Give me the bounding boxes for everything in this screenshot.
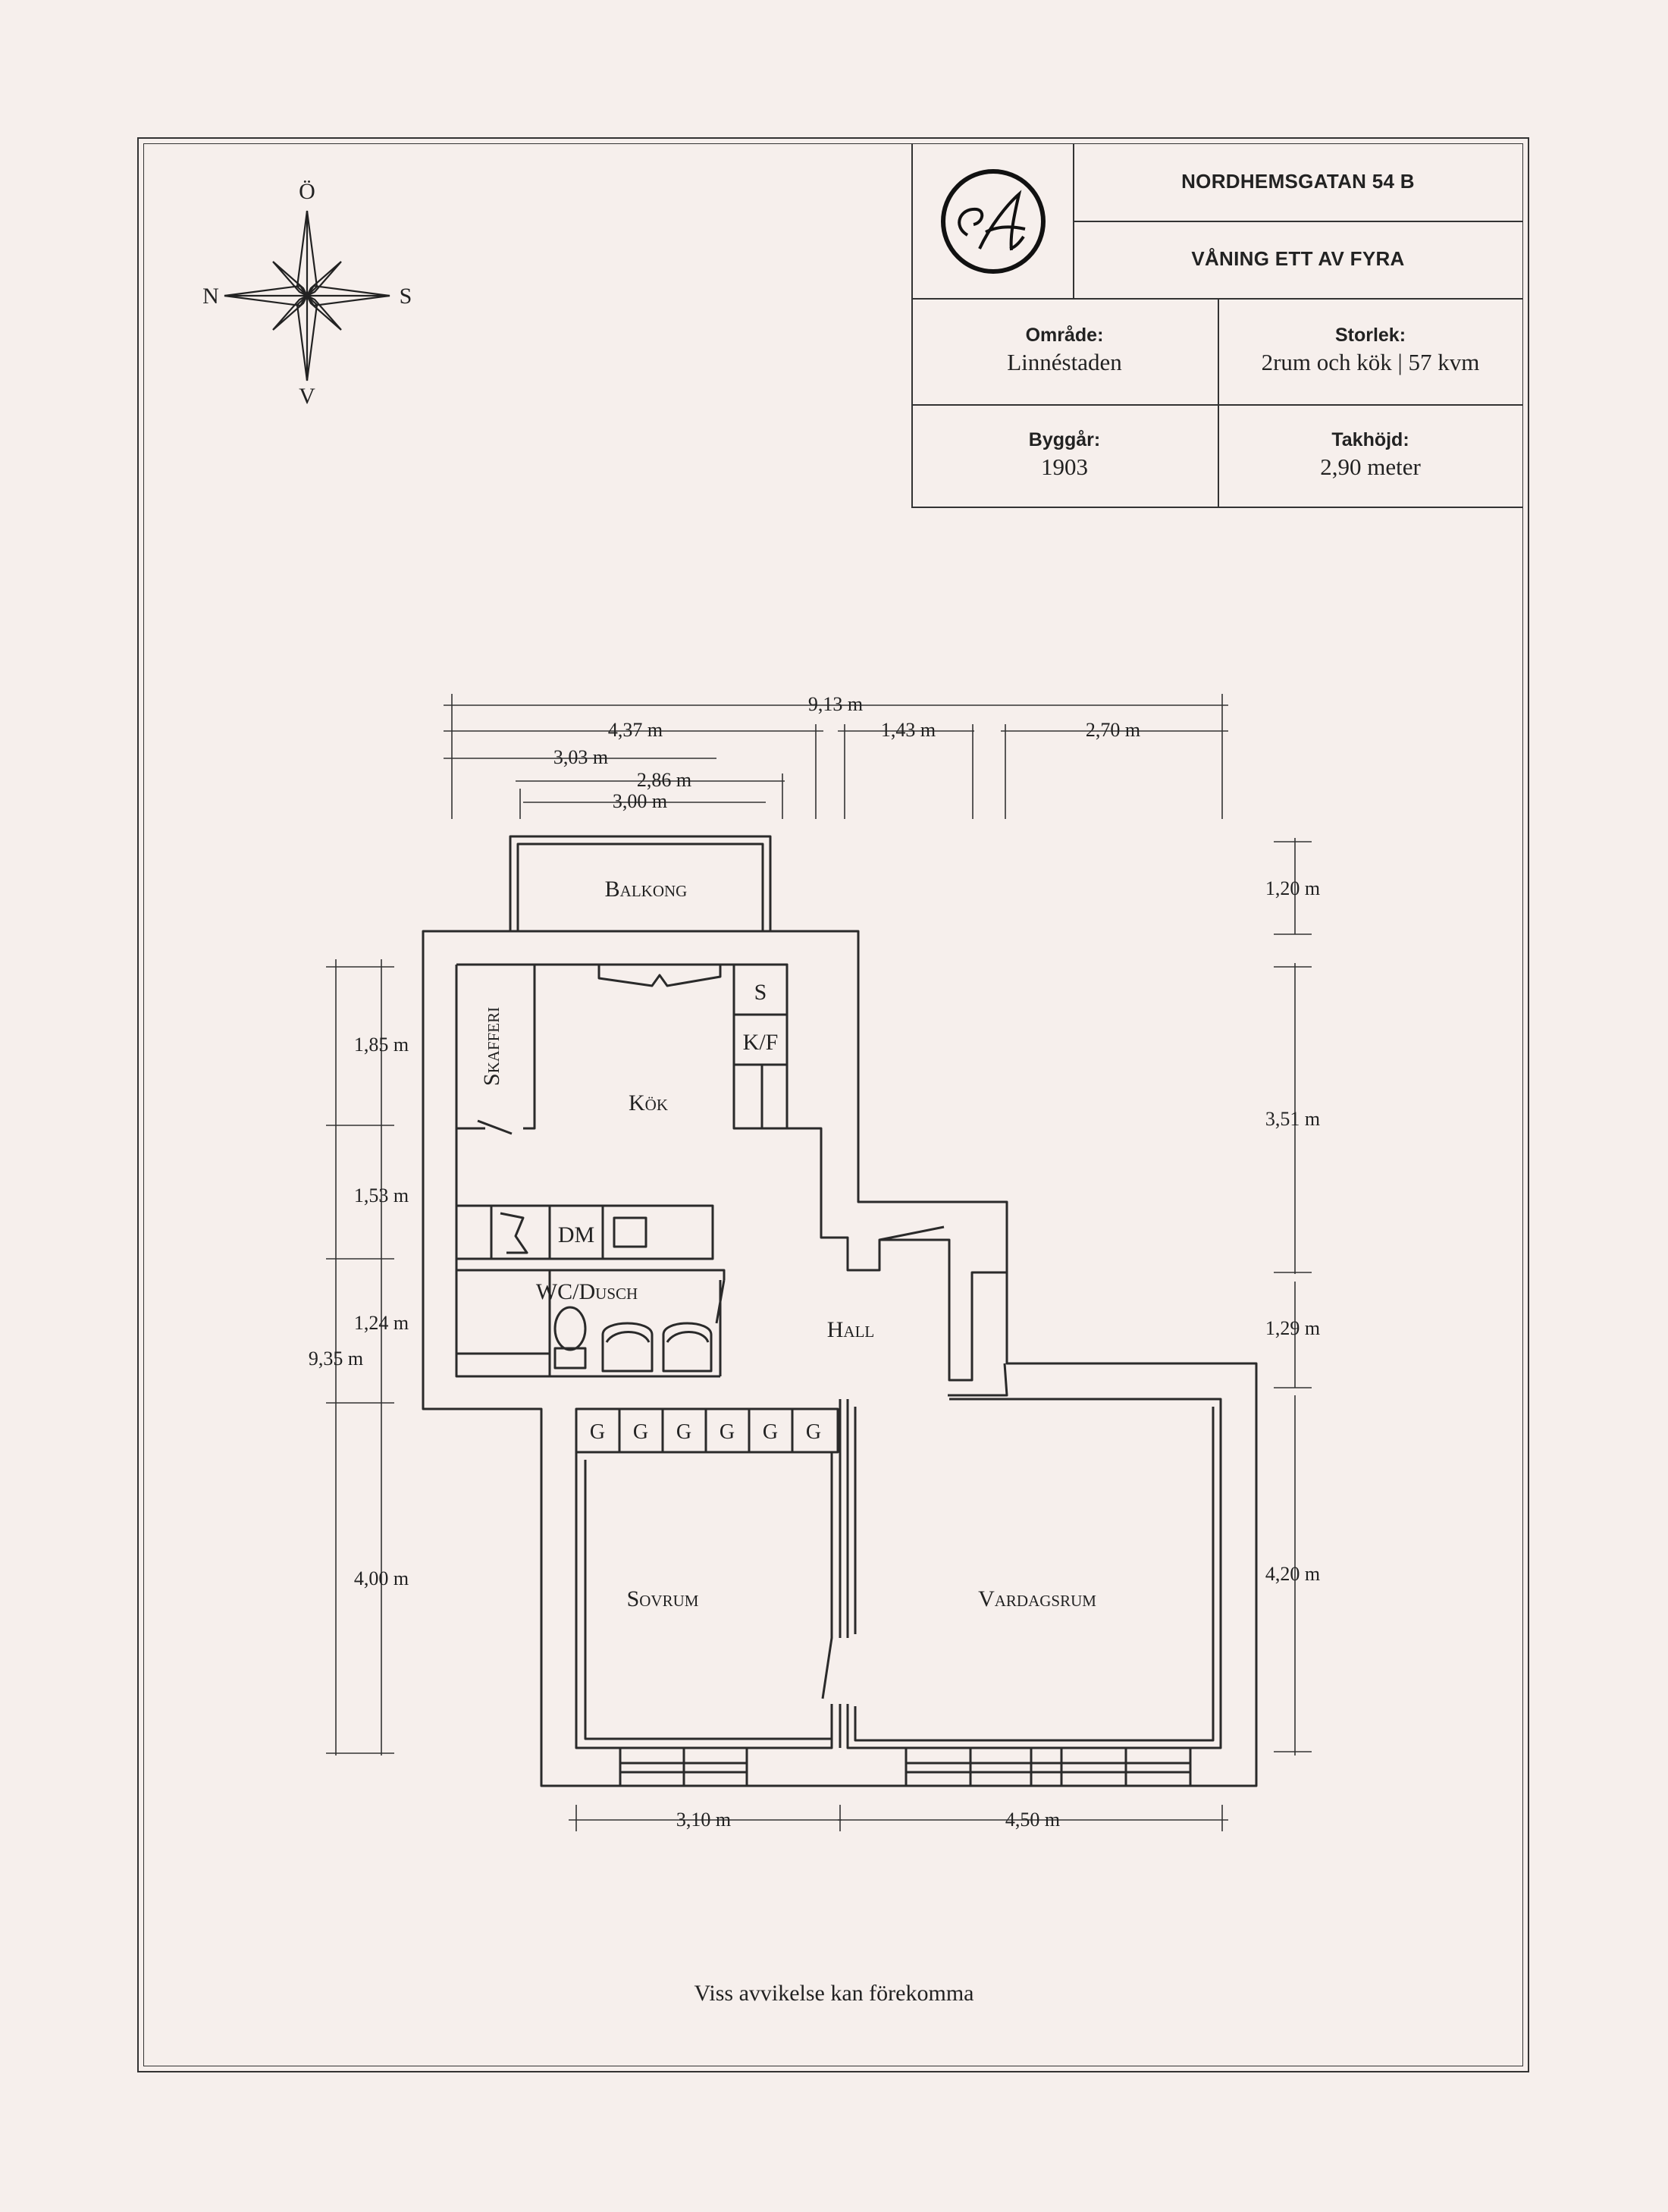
room-sovrum: Sovrum bbox=[627, 1586, 699, 1611]
room-vardagsrum: Vardagsrum bbox=[978, 1586, 1096, 1611]
stove-label: S bbox=[754, 980, 767, 1005]
dimension-label: 9,13 m bbox=[808, 693, 863, 715]
info-box bbox=[911, 143, 1523, 508]
closet-label: G bbox=[590, 1420, 605, 1444]
ceiling-height-value: 2,90 meter bbox=[1320, 453, 1421, 480]
dimension-label: 4,00 m bbox=[354, 1567, 409, 1589]
dimension-label: 4,37 m bbox=[608, 719, 663, 741]
dimension-label: 3,51 m bbox=[1265, 1108, 1320, 1130]
dimension-label: 1,53 m bbox=[354, 1184, 409, 1206]
closet-label: G bbox=[633, 1420, 648, 1444]
closet-label: G bbox=[676, 1420, 691, 1444]
dimension-label: 9,35 m bbox=[309, 1348, 363, 1370]
divider bbox=[911, 404, 1523, 406]
closet-label: G bbox=[763, 1420, 778, 1444]
dimension-label: 3,10 m bbox=[676, 1809, 731, 1831]
compass-east: Ö bbox=[299, 179, 315, 204]
dimension-label: 3,03 m bbox=[553, 746, 608, 768]
room-wc: WC/Dusch bbox=[536, 1279, 638, 1304]
page-frame-inner bbox=[143, 143, 1523, 2066]
dimension-label: 1,29 m bbox=[1265, 1317, 1320, 1339]
compass-west: V bbox=[299, 384, 315, 409]
floor-title: VÅNING ETT AV FYRA bbox=[1191, 247, 1405, 270]
ceiling-height-label: Takhöjd: bbox=[1331, 429, 1409, 450]
dimension-label: 1,85 m bbox=[354, 1034, 409, 1056]
size-label: Storlek: bbox=[1334, 325, 1406, 346]
room-skafferi: Skafferi bbox=[479, 1007, 504, 1086]
room-balkong: Balkong bbox=[605, 877, 688, 902]
room-kok: Kök bbox=[629, 1090, 668, 1115]
dimension-label: 3,00 m bbox=[613, 790, 667, 812]
fridge-label: K/F bbox=[743, 1030, 779, 1055]
area-value: Linnéstaden bbox=[1007, 349, 1122, 375]
dimension-label: 2,70 m bbox=[1086, 719, 1140, 741]
address-title: NORDHEMSGATAN 54 B bbox=[1181, 170, 1415, 193]
dishwasher-label: DM bbox=[558, 1222, 594, 1247]
page-frame-outer bbox=[137, 137, 1529, 2072]
size-value: 2rum och kök | 57 kvm bbox=[1261, 349, 1480, 375]
closet-label: G bbox=[806, 1420, 821, 1444]
closet-label: G bbox=[720, 1420, 735, 1444]
dimension-label: 1,20 m bbox=[1265, 877, 1320, 899]
year-label: Byggår: bbox=[1028, 429, 1101, 450]
divider bbox=[911, 298, 1523, 300]
brand-logo bbox=[941, 169, 1046, 274]
divider bbox=[1073, 221, 1523, 222]
compass-rose-icon: Ö N S V bbox=[202, 179, 412, 409]
compass-north: N bbox=[202, 284, 219, 309]
dimension-label: 2,86 m bbox=[637, 769, 691, 791]
divider bbox=[1218, 298, 1219, 508]
room-hall: Hall bbox=[827, 1317, 875, 1342]
dimension-label: 4,50 m bbox=[1005, 1809, 1060, 1831]
dimension-label: 1,24 m bbox=[354, 1312, 409, 1334]
disclaimer: Viss avvikelse kan förekomma bbox=[694, 1981, 974, 2006]
dimension-label: 4,20 m bbox=[1265, 1563, 1320, 1585]
area-label: Område: bbox=[1025, 325, 1104, 346]
compass-south: S bbox=[400, 284, 412, 309]
dimension-label: 1,43 m bbox=[881, 719, 936, 741]
year-value: 1903 bbox=[1041, 453, 1088, 480]
